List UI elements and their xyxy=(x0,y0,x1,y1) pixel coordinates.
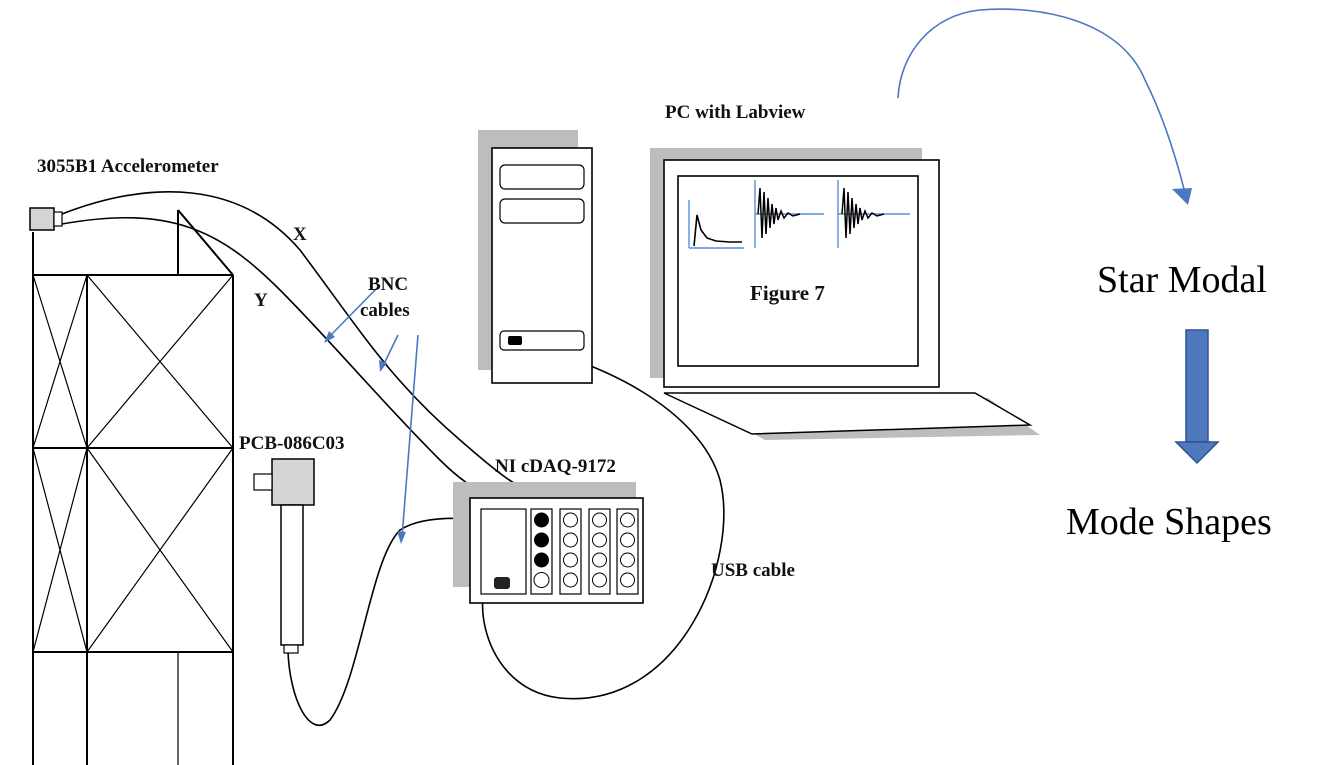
daq-module-3 xyxy=(588,508,611,595)
flow-step-mode-shapes: Mode Shapes xyxy=(1066,501,1272,543)
accelerometer-connector xyxy=(53,211,63,227)
monitor-screen xyxy=(677,175,919,367)
daq-module-4 xyxy=(616,508,639,595)
pc-monitor xyxy=(650,148,940,388)
curved-arrow xyxy=(897,8,1192,205)
daq-module-2 xyxy=(559,508,582,595)
accelerometer-sensor xyxy=(29,207,55,231)
daq-label: NI cDAQ-9172 xyxy=(495,456,616,477)
pcb-label: PCB-086C03 xyxy=(239,433,345,454)
keyboard xyxy=(663,392,1040,440)
daq-module-1 xyxy=(530,508,553,595)
pcb-sensor xyxy=(253,458,315,654)
pc-usb-port xyxy=(508,336,522,345)
usb-label: USB cable xyxy=(711,560,795,581)
flow-step-star-modal: Star Modal xyxy=(1097,259,1267,301)
pc-label: PC with Labview xyxy=(665,102,806,123)
pc-tower xyxy=(478,130,593,384)
tower-frame xyxy=(32,209,234,765)
daq-usb-port xyxy=(494,577,510,589)
bnc-pointer-arrows xyxy=(324,284,419,544)
accelerometer-label: 3055B1 Accelerometer xyxy=(37,156,219,177)
axis-x-label: X xyxy=(293,224,307,245)
screen-plot-response-1 xyxy=(754,180,824,248)
axis-y-label: Y xyxy=(254,290,268,311)
bnc-label-line2: cables xyxy=(360,300,410,321)
x-cable xyxy=(61,191,536,493)
daq-chassis xyxy=(453,482,644,604)
screen-plot-decay xyxy=(688,200,744,249)
down-block-arrow xyxy=(1174,329,1220,465)
usb-cable xyxy=(481,344,725,700)
bnc-label-line1: BNC xyxy=(368,274,408,295)
figure-label: Figure 7 xyxy=(750,281,825,305)
screen-plot-response-2 xyxy=(837,180,910,248)
